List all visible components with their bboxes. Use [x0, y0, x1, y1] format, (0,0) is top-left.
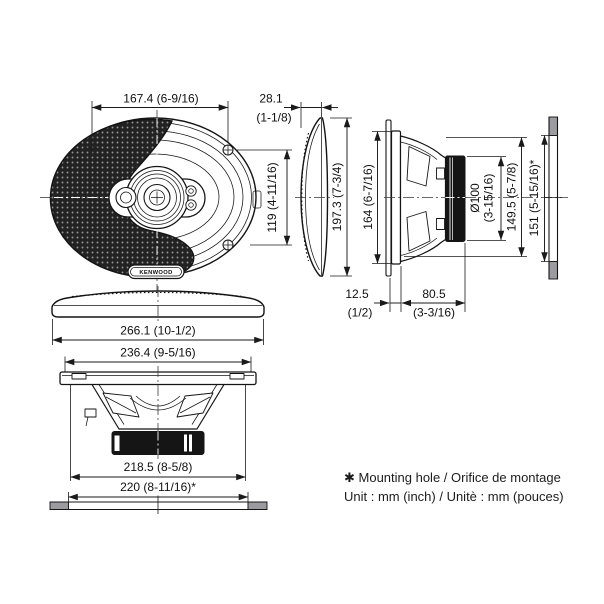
mounting-hole-note: ✱ Mounting hole / Orifice de montage	[344, 470, 561, 485]
dim-mounting-hole-width-label: 220 (8-11/16)*	[120, 480, 196, 494]
brand-badge: KENWOOD	[127, 264, 185, 280]
dim-cutout-height: 119 (4-11/16)	[237, 149, 292, 246]
mounting-wall-section	[545, 116, 562, 280]
panel-right-of-hole	[247, 501, 268, 510]
dim-frame-height: 164 (6-7/16)	[361, 131, 391, 264]
dim-flange-depth-inch: (1/2)	[348, 306, 373, 320]
dim-protrusion-mm: 28.1	[259, 92, 283, 106]
mounting-screw-bottom	[222, 239, 234, 251]
dim-body-height: 149.5 (5-7/8)	[404, 137, 527, 257]
basket-vent-top	[406, 146, 431, 187]
side-profile-view	[295, 117, 334, 277]
mounting-panel-section	[49, 495, 268, 514]
dim-basket-width-label: 218.5 (8-5/8)	[124, 460, 193, 474]
dim-magnet-diameter: Ø100 (3-15/16)	[467, 156, 506, 241]
grille-profile-view	[51, 286, 265, 322]
dim-magnet-inch: (3-15/16)	[482, 174, 496, 223]
dim-cutout-width-label: 167.4 (6-9/16)	[123, 92, 198, 106]
dim-frame-height-label: 164 (6-7/16)	[361, 164, 375, 229]
dim-cutout-height-label: 119 (4-11/16)	[265, 162, 279, 232]
brand-badge-label: KENWOOD	[139, 270, 172, 276]
dim-flange-depth-mm: 12.5	[345, 287, 369, 301]
side-section-view	[59, 366, 257, 459]
mounting-screw-top	[222, 144, 234, 156]
grille-perforation-texture	[301, 132, 310, 262]
dim-mounting-depth-inch: (3-3/16)	[413, 306, 455, 320]
dim-body-height-label: 149.5 (5-7/8)	[505, 163, 519, 232]
clamp-tab	[252, 190, 262, 209]
dim-flange-depth: 12.5 (1/2)	[345, 266, 402, 320]
dim-mounting-depth: 80.5 (3-3/16)	[401, 243, 466, 320]
dim-grille-protrusion: 28.1 (1-1/8)	[256, 92, 338, 128]
rear-view	[384, 119, 568, 277]
magnet	[445, 155, 466, 242]
grille-lens-outline	[300, 117, 329, 277]
dim-protrusion-inch: (1-1/8)	[256, 111, 291, 125]
basket-vent-bottom	[406, 211, 431, 252]
units-note: Unit : mm (inch) / Unitè : mm (pouces)	[344, 489, 564, 504]
clamp-notch-left	[71, 373, 87, 380]
grille-lip-edge	[385, 119, 392, 277]
dim-overall-height: 197.3 (7-3/4)	[330, 117, 352, 277]
dim-mounting-hole-height: 151 (5-15/16)*	[527, 135, 558, 262]
dim-overall-width: 266.1 (10-1/2)	[52, 319, 264, 345]
dim-overall-width-label: 266.1 (10-1/2)	[120, 324, 195, 338]
super-tweeter-top	[185, 185, 197, 197]
dim-basket-width: 218.5 (8-5/8)	[70, 385, 246, 481]
wall-above-hole	[548, 116, 558, 136]
terminal-lug	[84, 408, 97, 418]
dim-frame-width-label: 236.4 (9-5/16)	[120, 346, 195, 360]
grille-dome-perforation	[71, 291, 245, 298]
driver-unit	[108, 165, 206, 230]
front-view: KENWOOD	[40, 110, 262, 291]
super-tweeter-bottom	[185, 199, 197, 211]
panel-left-of-hole	[49, 501, 69, 510]
clamp-notch-right	[229, 373, 245, 380]
wall-below-hole	[548, 261, 558, 280]
grille-dome-outline	[51, 290, 265, 318]
dim-overall-height-label: 197.3 (7-3/4)	[330, 163, 344, 232]
dim-frame-width: 236.4 (9-5/16)	[64, 346, 252, 372]
left-tweeter	[115, 186, 137, 209]
dim-cutout-width: 167.4 (6-9/16)	[86, 92, 229, 154]
dim-magnet-mm: Ø100	[468, 183, 482, 213]
dim-mounting-hole-height-label: 151 (5-15/16)*	[527, 159, 541, 236]
notes-block: ✱ Mounting hole / Orifice de montage Uni…	[344, 470, 564, 504]
dim-mounting-depth-mm: 80.5	[422, 287, 446, 301]
